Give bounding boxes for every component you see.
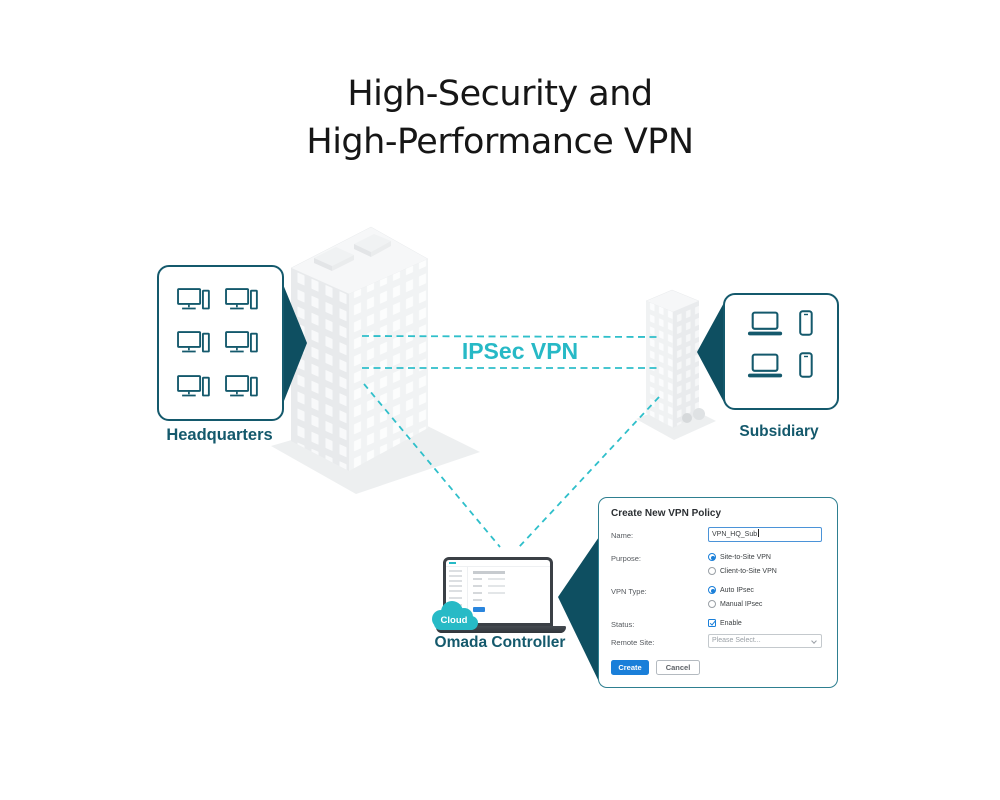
radio-icon-selected[interactable]: [708, 586, 716, 594]
desktop-computer-icon: [225, 288, 258, 310]
select-placeholder: Please Select...: [712, 637, 761, 644]
mini-ui-topbar: [446, 560, 550, 567]
subsidiary-arrow: [697, 299, 726, 406]
headquarters-label: Headquarters: [166, 426, 273, 444]
vpn-type-field-label: VPN Type:: [611, 587, 647, 596]
name-input-value: VPN_HQ_Sub: [712, 531, 758, 538]
dialog-arrow: [558, 534, 601, 686]
smartphone-icon: [799, 352, 813, 378]
radio-icon[interactable]: [708, 600, 716, 608]
cloud-icon: [432, 601, 478, 630]
radio-label: Auto IPsec: [720, 586, 754, 594]
cancel-button[interactable]: Cancel: [656, 660, 700, 675]
controller-laptop-base: [436, 626, 566, 633]
enable-checkbox-row[interactable]: Enable: [708, 618, 742, 628]
desktop-computer-icon: [177, 331, 210, 353]
headquarters-panel: [157, 265, 284, 421]
laptop-icon: [747, 311, 783, 336]
vpn-links: [361, 335, 660, 548]
desktop-computer-icon: [225, 375, 258, 397]
laptop-icon: [747, 353, 783, 378]
headquarters-arrow: [278, 272, 307, 416]
desktop-computer-icon: [177, 288, 210, 310]
page-title: High-Security and High-Performance VPN: [0, 70, 1000, 166]
ipsec-vpn-label: IPSec VPN: [461, 338, 579, 364]
purpose-field-label: Purpose:: [611, 554, 642, 563]
callout-arrows: [278, 272, 726, 686]
radio-icon[interactable]: [708, 567, 716, 575]
subsidiary-panel: [723, 293, 839, 410]
headquarters-building-illustration: [290, 226, 429, 471]
subsidiary-building-illustration: [645, 289, 705, 428]
chevron-down-icon: [811, 637, 817, 644]
name-field-label: Name:: [611, 531, 634, 540]
radio-label: Site-to-Site VPN: [720, 553, 771, 561]
checkbox-label: Enable: [720, 619, 742, 627]
smartphone-icon: [799, 310, 813, 336]
remote-site-field-label: Remote Site:: [611, 638, 655, 647]
subsidiary-label: Subsidiary: [739, 423, 819, 440]
controller-laptop-screen: [443, 557, 553, 626]
mini-ui-logo: [449, 562, 456, 564]
desktop-computer-icon: [177, 375, 210, 397]
hq-to-controller-line: [363, 383, 501, 548]
cloud-badge-label: Cloud: [440, 615, 468, 626]
subsidiary-to-controller-line: [518, 396, 660, 548]
page-title-line2: High-Performance VPN: [306, 122, 694, 162]
radio-auto-ipsec[interactable]: Auto IPsec: [708, 585, 754, 595]
create-vpn-policy-dialog: Create New VPN Policy Name: VPN_HQ_Sub P…: [598, 497, 838, 688]
radio-client-to-site[interactable]: Client-to-Site VPN: [708, 566, 777, 576]
status-field-label: Status:: [611, 620, 635, 629]
radio-label: Client-to-Site VPN: [720, 567, 777, 575]
radio-icon-selected[interactable]: [708, 553, 716, 561]
mini-ui-heading: [473, 571, 505, 574]
mini-ui-button: [473, 607, 485, 612]
text-caret: [758, 529, 760, 537]
checkbox-checked-icon[interactable]: [708, 619, 716, 627]
dialog-title: Create New VPN Policy: [611, 508, 722, 519]
radio-label: Manual IPsec: [720, 600, 763, 608]
name-input[interactable]: VPN_HQ_Sub: [708, 527, 822, 542]
desktop-computer-icon: [225, 331, 258, 353]
radio-manual-ipsec[interactable]: Manual IPsec: [708, 599, 762, 609]
remote-site-select[interactable]: Please Select...: [708, 634, 822, 648]
radio-site-to-site[interactable]: Site-to-Site VPN: [708, 552, 771, 562]
create-button[interactable]: Create: [611, 660, 649, 675]
ipsec-line-top: [361, 335, 658, 338]
omada-controller-label: Omada Controller: [434, 634, 566, 651]
page-title-line1: High-Security and: [347, 74, 653, 114]
